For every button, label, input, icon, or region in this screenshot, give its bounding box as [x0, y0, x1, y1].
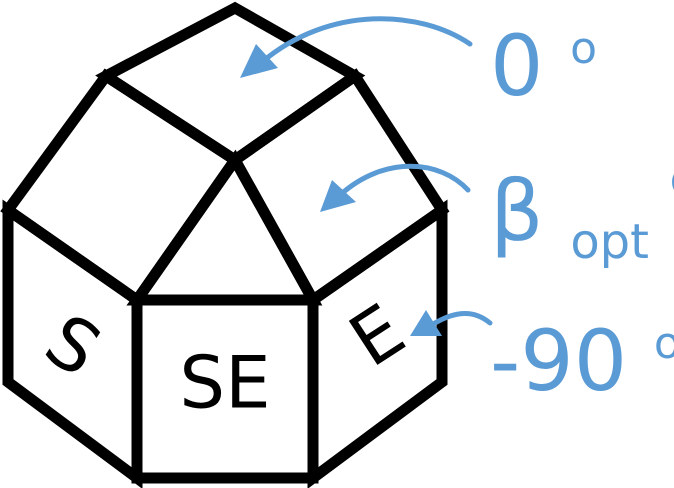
- top-angle-label: 0 o: [490, 17, 597, 115]
- top-angle-degree: o: [570, 23, 597, 74]
- bottom-angle-value: -90: [490, 312, 627, 410]
- bottom-arrowhead-icon: [410, 310, 442, 336]
- middle-arrow-icon: [337, 163, 471, 198]
- east-face-label: E: [335, 288, 419, 383]
- top-arrowhead-icon: [240, 44, 278, 78]
- east-face: [307, 199, 448, 488]
- annotation-arrows: [240, 16, 493, 336]
- middle-angle-subscript: opt: [570, 214, 649, 270]
- middle-angle-symbol: β: [490, 162, 544, 260]
- bottom-angle-degree: o: [654, 318, 674, 369]
- southeast-face-label: SE: [179, 341, 270, 425]
- south-face-label: S: [31, 298, 115, 393]
- middle-angle-degree: o: [670, 154, 674, 205]
- top-angle-value: 0: [490, 17, 543, 115]
- upper-middle-face: [126, 149, 323, 306]
- middle-angle-label: β opt o: [490, 154, 674, 278]
- upper-left-face: [0, 68, 243, 308]
- top-arrow-icon: [259, 16, 473, 65]
- bottom-arrow-icon: [427, 310, 493, 329]
- bottom-angle-label: -90 o: [490, 312, 674, 410]
- middle-arrowhead-icon: [320, 180, 356, 212]
